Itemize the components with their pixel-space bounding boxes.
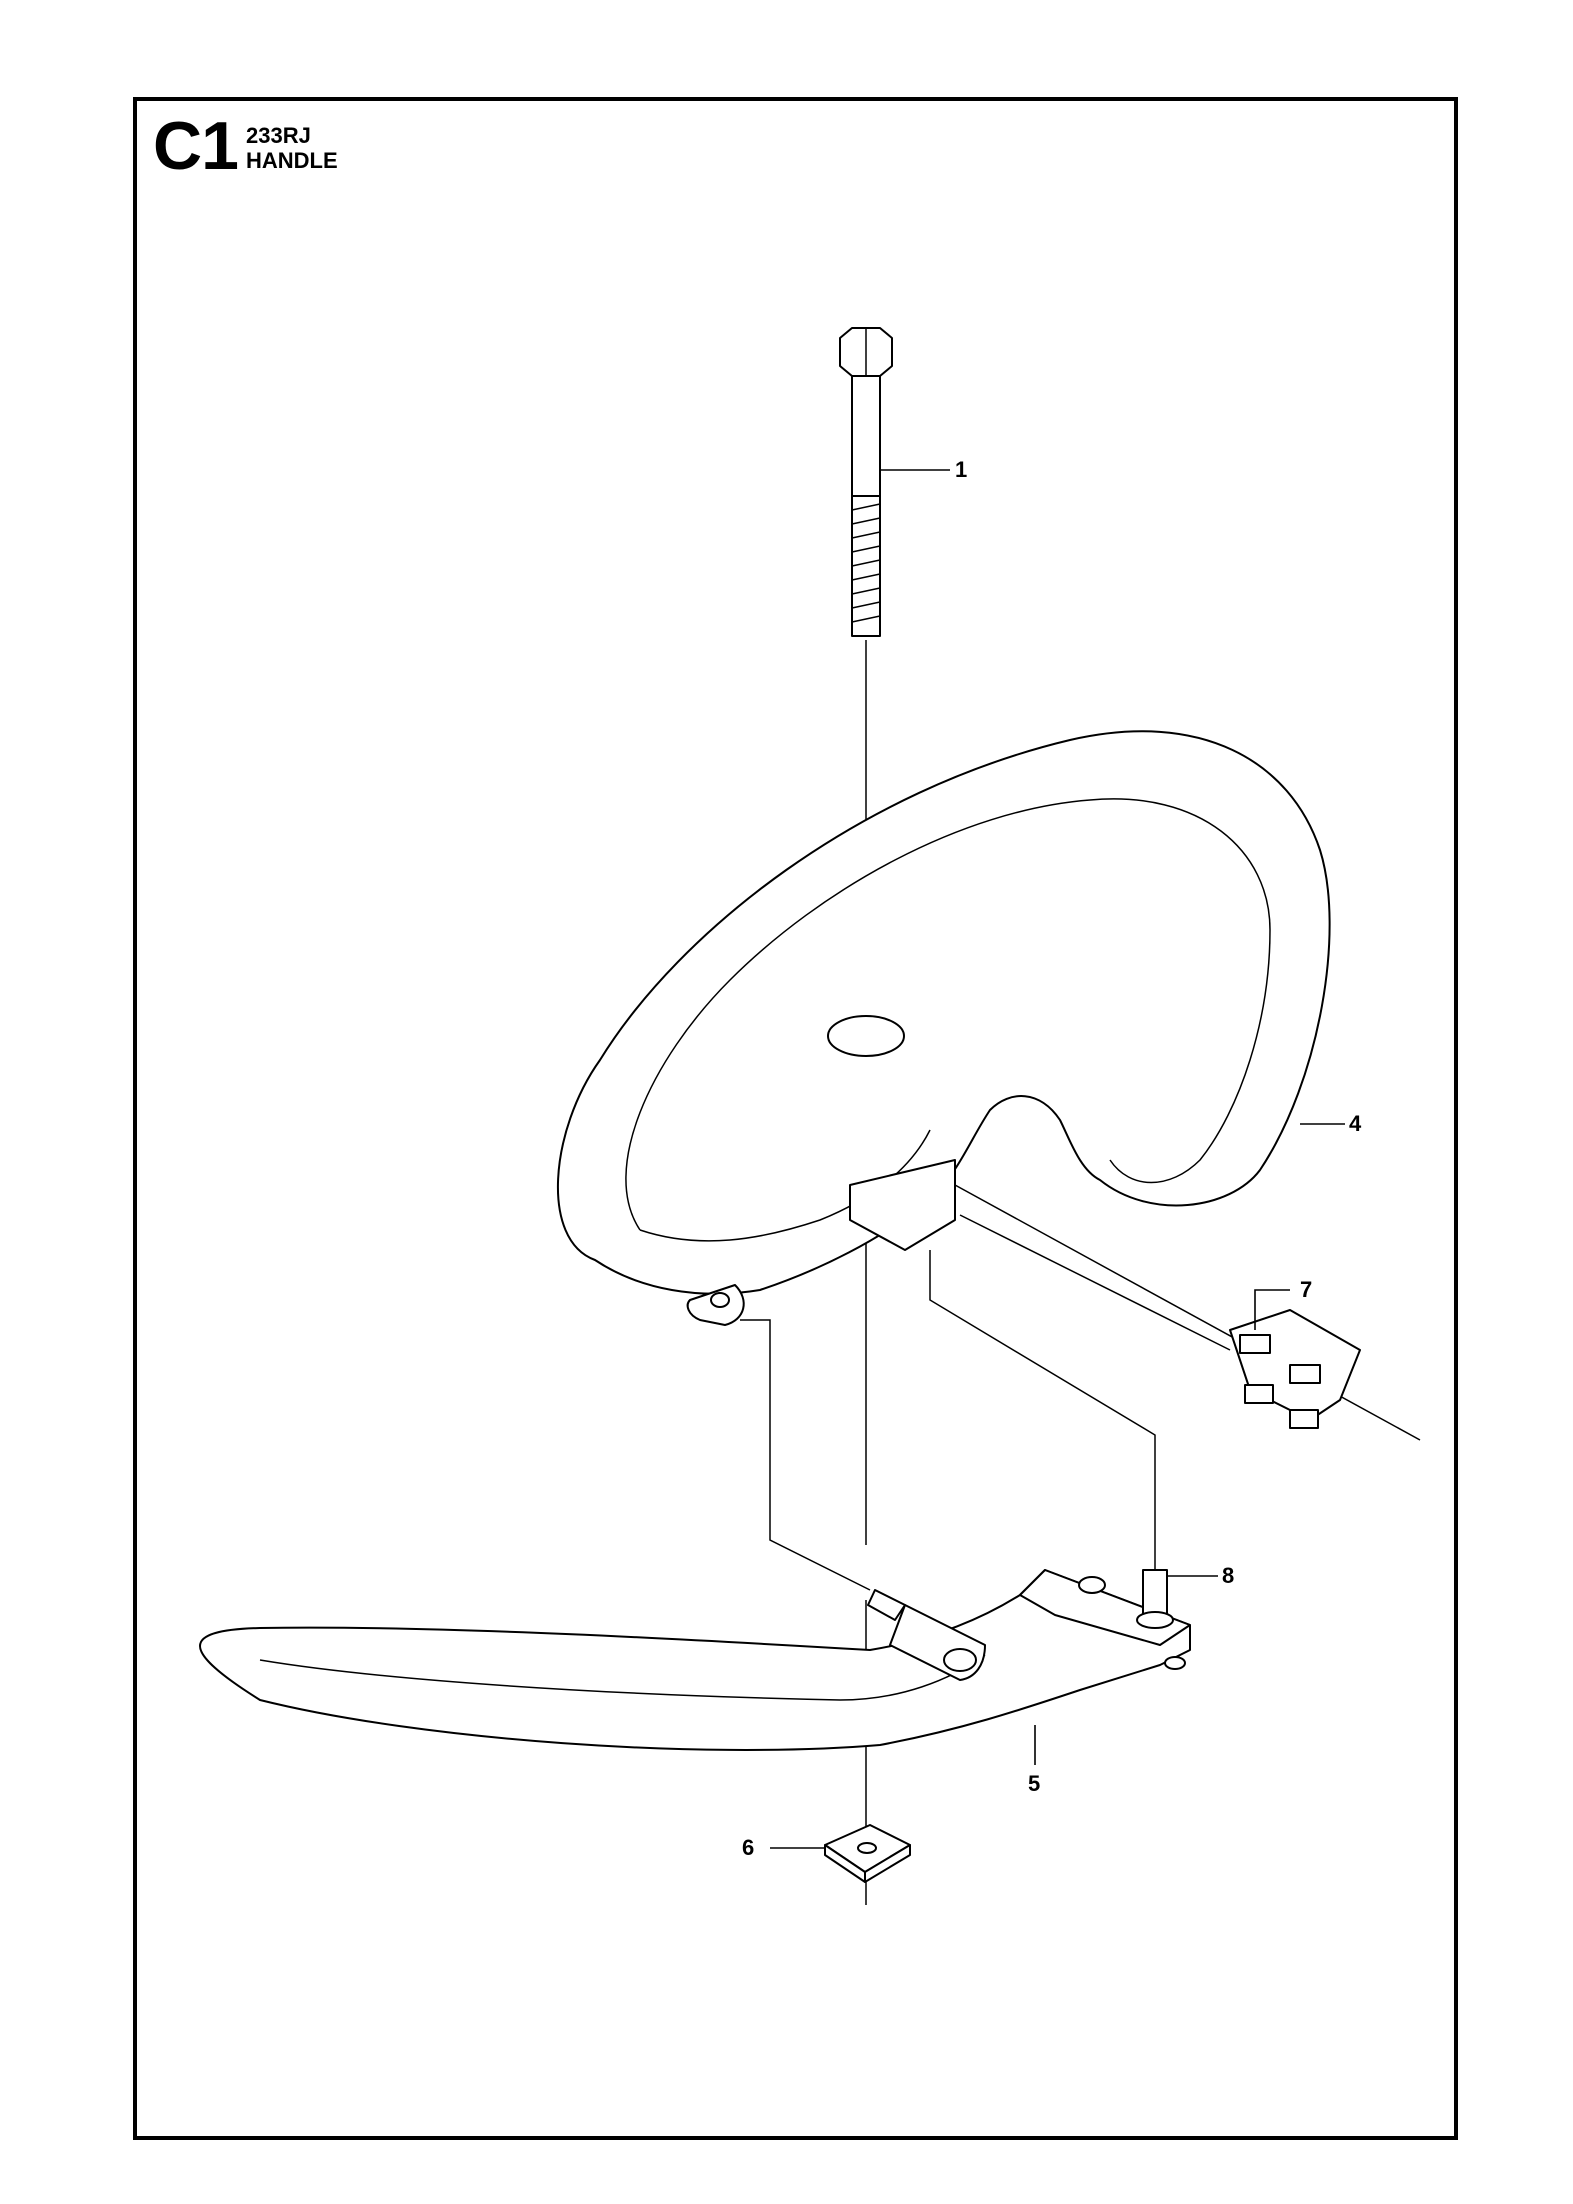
square-nut-part-6	[824, 1824, 911, 1883]
callout-4: 4	[1349, 1111, 1362, 1136]
callout-8: 8	[1222, 1563, 1235, 1588]
model-number: 233RJ	[246, 123, 311, 148]
cable-line-2	[959, 1214, 1231, 1351]
section-code: C1	[153, 108, 239, 184]
diagram-title: HANDLE	[246, 148, 338, 173]
cable-line	[954, 1184, 1421, 1441]
bracket-part-5	[199, 1569, 1191, 1751]
cable-clip-part-7	[1229, 1309, 1361, 1429]
callout-6: 6	[742, 1835, 755, 1860]
callout-5: 5	[1028, 1771, 1041, 1796]
callout-1: 1	[955, 457, 968, 482]
callout-7: 7	[1300, 1277, 1313, 1302]
guide-line-left	[740, 1319, 871, 1591]
guide-line-right	[929, 1250, 1156, 1585]
bolt-part-1	[839, 327, 893, 637]
loop-handle-part-4	[557, 730, 1331, 1326]
diagram-frame	[133, 97, 1458, 2140]
leader-line-7	[1254, 1289, 1290, 1330]
